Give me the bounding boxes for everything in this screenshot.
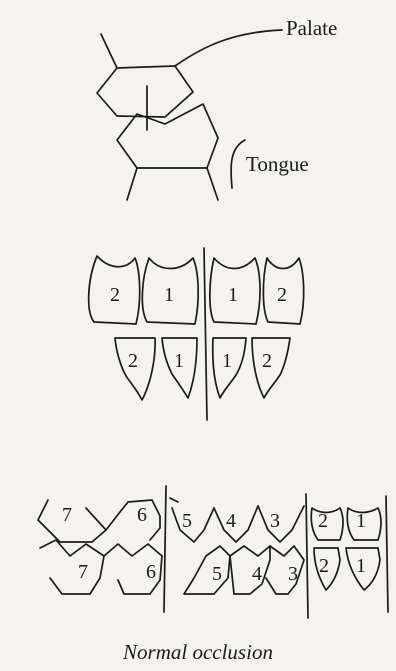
tooth-number: 5	[212, 563, 222, 585]
incisor-number: 1	[222, 350, 232, 372]
tooth-number: 7	[62, 504, 72, 526]
tooth-upper-6: 6	[105, 499, 161, 541]
divider-molar-line	[163, 485, 167, 613]
upper-tooth-outline	[96, 65, 194, 118]
lower-tooth-outline	[116, 103, 219, 169]
tooth-upper-5: 5	[169, 497, 215, 543]
incisor-upper-right-1: 1	[209, 257, 261, 325]
tooth-number: 4	[252, 563, 262, 585]
incisor-upper-right-2: 2	[262, 257, 305, 325]
incisor-upper-left-2: 2	[87, 255, 141, 325]
tooth-number: 3	[270, 510, 280, 532]
tooth-upper-7: 7	[37, 499, 107, 543]
tooth-number: 6	[146, 561, 156, 583]
tooth-number: 1	[356, 555, 366, 577]
incisor-lower-right-1: 1	[211, 337, 247, 399]
tooth-lower-6: 6	[103, 543, 163, 595]
incisor-lower-left-2: 2	[114, 337, 156, 401]
tooth-lower-4: 4	[229, 545, 271, 595]
divider-canine-line	[305, 493, 309, 619]
incisor-number: 2	[128, 350, 138, 372]
palate-leader-line	[174, 29, 283, 67]
incisor-upper-left-1: 1	[141, 257, 200, 325]
tongue-label: Tongue	[246, 152, 309, 176]
incisor-number: 1	[164, 284, 174, 306]
right-edge-line	[385, 495, 389, 613]
diagram-caption: Normal occlusion	[122, 640, 273, 664]
incisor-number: 2	[262, 350, 272, 372]
incisor-lower-left-1: 1	[161, 337, 198, 399]
incisor-lower-right-2: 2	[251, 337, 291, 399]
tooth-number: 4	[226, 510, 236, 532]
tooth-number: 2	[319, 555, 329, 577]
tooth-lower-2: 2	[313, 547, 341, 591]
incisor-number: 1	[174, 350, 184, 372]
tooth-number: 2	[318, 510, 328, 532]
tooth-upper-4: 4	[213, 505, 259, 543]
lower-tooth-root-left	[126, 167, 138, 201]
tooth-number: 1	[356, 510, 366, 532]
incisors-view: 2 1 1 2 2 1 1 2	[87, 247, 305, 421]
tooth-number: 3	[288, 563, 298, 585]
upper-tooth-root-left	[100, 33, 118, 69]
tooth-number: 5	[182, 510, 192, 532]
tongue-outline	[230, 139, 246, 189]
incisor-midline	[203, 247, 208, 421]
tooth-number: 7	[78, 561, 88, 583]
incisor-number: 2	[277, 284, 287, 306]
palate-label: Palate	[286, 16, 337, 40]
side-view: 7 6 5 4 3 2 1 7	[37, 485, 389, 619]
tooth-lower-7: 7	[39, 539, 105, 595]
tooth-lower-1: 1	[345, 547, 381, 591]
tooth-number: 6	[137, 504, 147, 526]
tooth-upper-3: 3	[257, 505, 305, 543]
lower-tooth-root-right	[206, 167, 219, 201]
tooth-lower-5: 5	[183, 545, 231, 595]
cross-section: Palate Tongue	[96, 16, 337, 201]
tooth-lower-3: 3	[265, 545, 305, 595]
tooth-upper-1: 1	[346, 507, 382, 541]
tooth-upper-2: 2	[310, 507, 344, 541]
incisor-number: 1	[228, 284, 238, 306]
incisor-number: 2	[110, 284, 120, 306]
